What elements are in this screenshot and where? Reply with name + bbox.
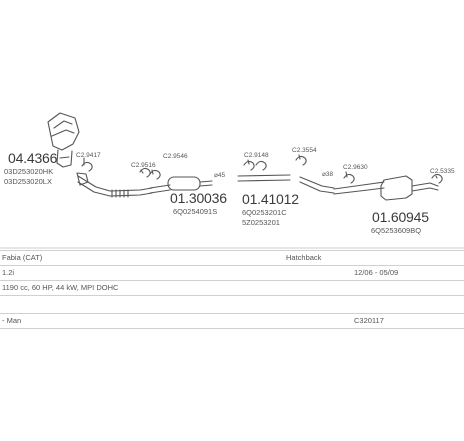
info-row-model: Fabia (CAT) Hatchback <box>0 250 464 265</box>
clamp-label-c2-3554: C2.3554 <box>292 147 317 154</box>
part-number-center: 01.41012 <box>242 191 299 207</box>
clamp-label-c2-9148: C2.9148 <box>244 152 269 159</box>
diameter-label-45: ⌀45 <box>214 172 226 179</box>
vehicle-engine: 1.2i <box>2 268 15 277</box>
clamp-label-c2-5335: C2.5335 <box>430 168 455 175</box>
middle-silencer <box>149 176 213 194</box>
exhaust-drawing <box>0 112 464 249</box>
front-pipe <box>76 172 153 198</box>
info-row-engine: 1.2i 12/06 - 05/09 <box>0 265 464 280</box>
clamp-label-c2-9417: C2.9417 <box>76 152 101 159</box>
part-code-center-1: 6Q0253201C <box>242 208 287 217</box>
part-code-middle: 6Q0254091S <box>173 207 218 216</box>
clamp-label-c2-9630: C2.9630 <box>343 164 368 171</box>
vehicle-gearbox: - Man <box>2 316 22 325</box>
vehicle-spec: 1190 cc, 60 HP, 44 kW, MPI DOHC <box>2 283 119 292</box>
part-number-rear: 01.60945 <box>372 209 429 225</box>
exhaust-diagram: 04.4366 03D253020HK 03D253020LX C2.9417 … <box>0 112 464 249</box>
part-code-center-2: 5Z0253201 <box>242 218 280 227</box>
clamp-label-c2-9516: C2.9516 <box>131 162 156 169</box>
part-code-catalytic-1: 03D253020HK <box>4 167 54 176</box>
part-number-catalytic: 04.4366 <box>8 150 58 166</box>
vehicle-body: Hatchback <box>286 253 322 262</box>
vehicle-dates: 12/06 - 05/09 <box>354 268 399 277</box>
catalytic-converter <box>47 112 80 168</box>
catalog-reference: C320117 <box>354 316 384 325</box>
clamp-label-c2-9546: C2.9546 <box>163 153 188 160</box>
part-code-rear: 6Q5253609BQ <box>371 226 422 235</box>
rear-silencer <box>333 175 439 201</box>
part-number-middle: 01.30036 <box>170 190 227 206</box>
center-pipe <box>237 174 335 194</box>
diameter-label-38: ⌀38 <box>322 171 334 178</box>
info-row-gearbox: - Man C320117 <box>0 313 464 328</box>
vehicle-model: Fabia (CAT) <box>2 253 43 262</box>
info-row-spec: 1190 cc, 60 HP, 44 kW, MPI DOHC <box>0 280 464 295</box>
part-code-catalytic-2: 03D253020LX <box>4 177 52 186</box>
